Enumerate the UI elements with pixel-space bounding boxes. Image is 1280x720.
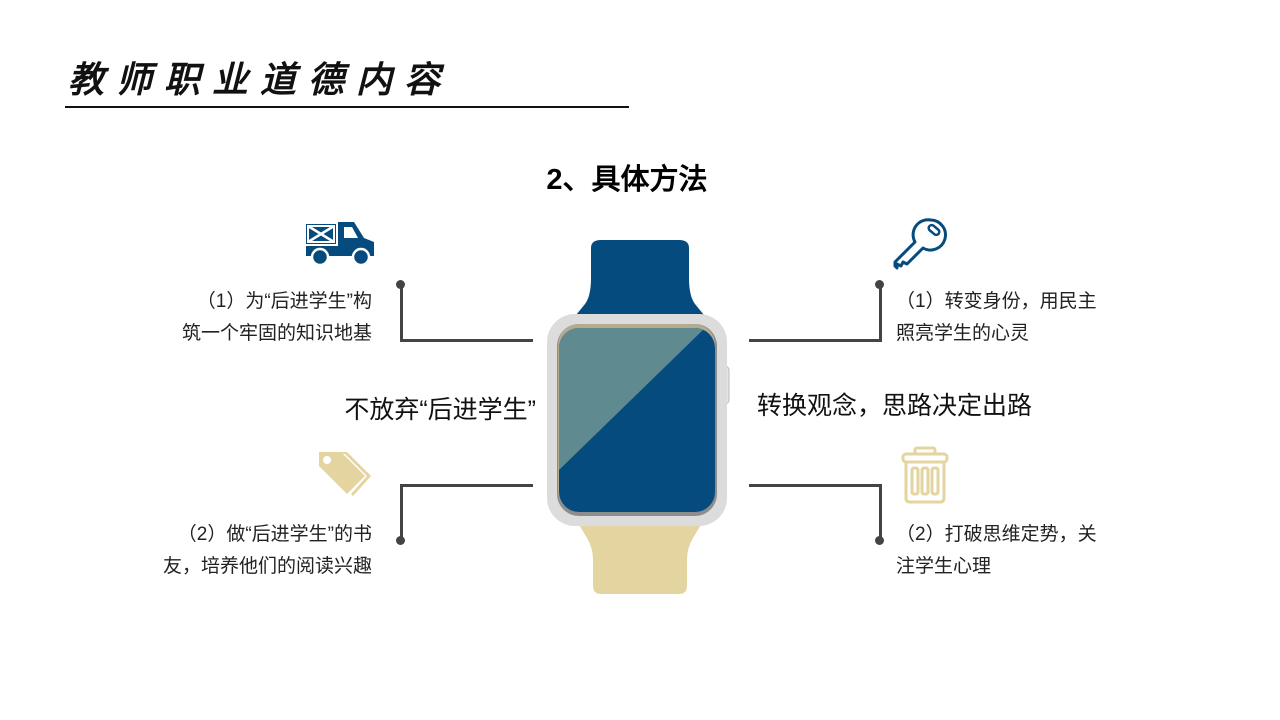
connector-dot: [875, 280, 884, 289]
right-bottom-line2: 注学生心理: [896, 556, 992, 577]
key-icon: [893, 218, 947, 270]
left-top-description: （1）为“后进学生”构 筑一个牢固的知识地基: [112, 286, 372, 350]
title-underline: [65, 106, 629, 108]
right-bottom-description: （2）打破思维定势，关 注学生心理: [896, 519, 1156, 583]
right-top-line1: （1）转变身份，用民主: [896, 291, 1097, 312]
left-bottom-line1: （2）做“后进学生”的书: [177, 524, 372, 545]
connector-line-right-bottom: [749, 484, 882, 543]
left-center-label: 不放弃“后进学生”: [344, 396, 536, 424]
connector-line-right-top: [749, 285, 882, 342]
truck-icon: [306, 222, 374, 266]
right-top-line2: 照亮学生的心灵: [896, 323, 1030, 344]
left-bottom-line2: 友，培养他们的阅读兴趣: [162, 556, 372, 577]
left-top-line1: （1）为“后进学生”构: [196, 291, 372, 312]
right-center-label: 转换观念，思路决定出路: [757, 392, 1033, 420]
connector-dot: [396, 280, 405, 289]
section-heading: 2、具体方法: [546, 164, 708, 196]
tag-icon: [319, 452, 371, 496]
smartwatch-illustration: [547, 240, 730, 594]
left-bottom-description: （2）做“后进学生”的书 友，培养他们的阅读兴趣: [110, 519, 372, 583]
connector-line-left-top: [400, 285, 533, 342]
connector-line-left-bottom: [400, 484, 533, 543]
slide-title: 教师职业道德内容: [68, 59, 453, 101]
right-top-description: （1）转变身份，用民主 照亮学生的心灵: [896, 286, 1156, 350]
trash-icon: [901, 446, 949, 504]
left-top-line2: 筑一个牢固的知识地基: [181, 323, 372, 344]
right-bottom-line1: （2）打破思维定势，关: [896, 524, 1097, 545]
